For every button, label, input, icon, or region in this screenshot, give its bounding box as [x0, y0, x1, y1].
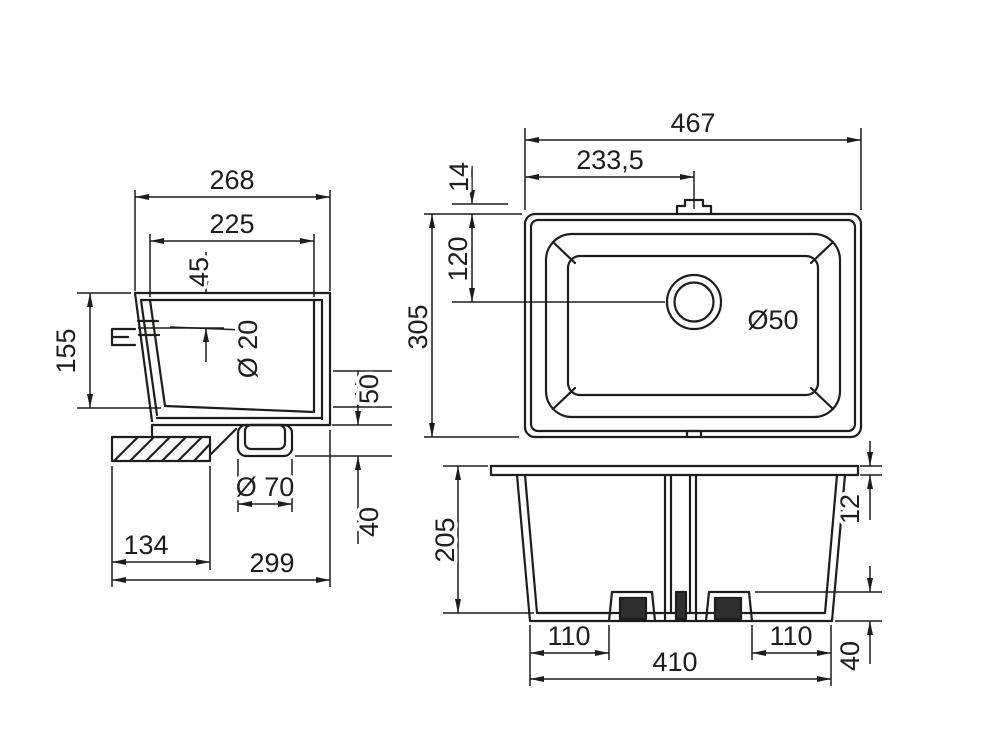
dim-side-wall-to-floor: 50: [354, 374, 384, 404]
dim-side-opening-width: 225: [209, 209, 254, 239]
dim-side-overflow-diameter: Ø 20: [233, 320, 263, 379]
dim-side-overall-width: 268: [209, 165, 254, 195]
plan-bottom-notch: [685, 429, 703, 439]
side-rim-inner: [139, 298, 324, 421]
front-view: 205 12 40 110 110 410: [427, 441, 882, 686]
front-foot-left: [607, 590, 657, 623]
front-column-slot: [674, 590, 688, 621]
bracket-hatch: [112, 435, 212, 463]
dim-front-overall-height: 205: [430, 517, 460, 562]
side-rim-outline: [133, 291, 332, 427]
side-view: 268 225 45 155 Ø 20 50 Ø 70 40 134 299: [48, 162, 392, 587]
drain-trap-inner: [243, 423, 287, 451]
dim-side-bracket-width: 134: [123, 530, 168, 560]
plan-outer-edge-inner: [529, 218, 857, 433]
dim-plan-tab-depth: 14: [444, 162, 474, 192]
side-wall-left-inner: [148, 298, 167, 408]
dim-plan-drain-center-offset: 233,5: [576, 145, 644, 175]
dim-side-trap-diameter: Ø 70: [236, 472, 295, 502]
front-foot-left-slot: [618, 596, 648, 621]
dim-front-foot-inset-left: 110: [547, 621, 590, 651]
dim-side-overall-depth: 299: [249, 548, 294, 578]
wall-lug: [110, 327, 137, 347]
plan-basin-opening: [566, 254, 820, 397]
plan-view: 467 233,5 14 120 305 Ø50: [400, 105, 863, 439]
dim-front-base-height: 40: [835, 641, 865, 671]
dim-plan-drain-diameter: Ø50: [747, 305, 798, 335]
drain-circle-outer: [665, 273, 723, 331]
dim-side-overflow-offset: 45: [184, 257, 214, 287]
plan-corner-chamfers: [551, 240, 835, 411]
dim-front-foot-inset-right: 110: [769, 621, 812, 651]
side-wall-left-outer: [133, 291, 154, 423]
bracket-connector: [150, 423, 238, 457]
mounting-bracket: [110, 435, 212, 463]
dim-plan-overall-depth: 305: [403, 304, 433, 349]
front-foot-right-slot: [713, 596, 743, 621]
dim-front-rim-thickness: 12: [835, 494, 865, 524]
dim-side-trap-height: 40: [354, 507, 384, 537]
dim-front-base-width: 410: [652, 647, 697, 677]
side-basin-floor: [163, 404, 316, 414]
plan-outer-edge: [523, 212, 863, 439]
front-rim: [489, 464, 860, 477]
front-center-column: [663, 473, 698, 623]
dim-plan-overall-width: 467: [670, 108, 715, 138]
drain-circle-inner: [673, 281, 715, 323]
dim-side-front-height: 155: [51, 328, 81, 373]
side-wall-left-mid: [139, 298, 159, 417]
dim-plan-drain-edge-offset: 120: [443, 236, 473, 281]
plan-rim-ring: [544, 232, 842, 419]
front-body-outer: [515, 473, 847, 623]
front-foot-right: [704, 590, 754, 623]
overflow-hole: [136, 319, 161, 337]
